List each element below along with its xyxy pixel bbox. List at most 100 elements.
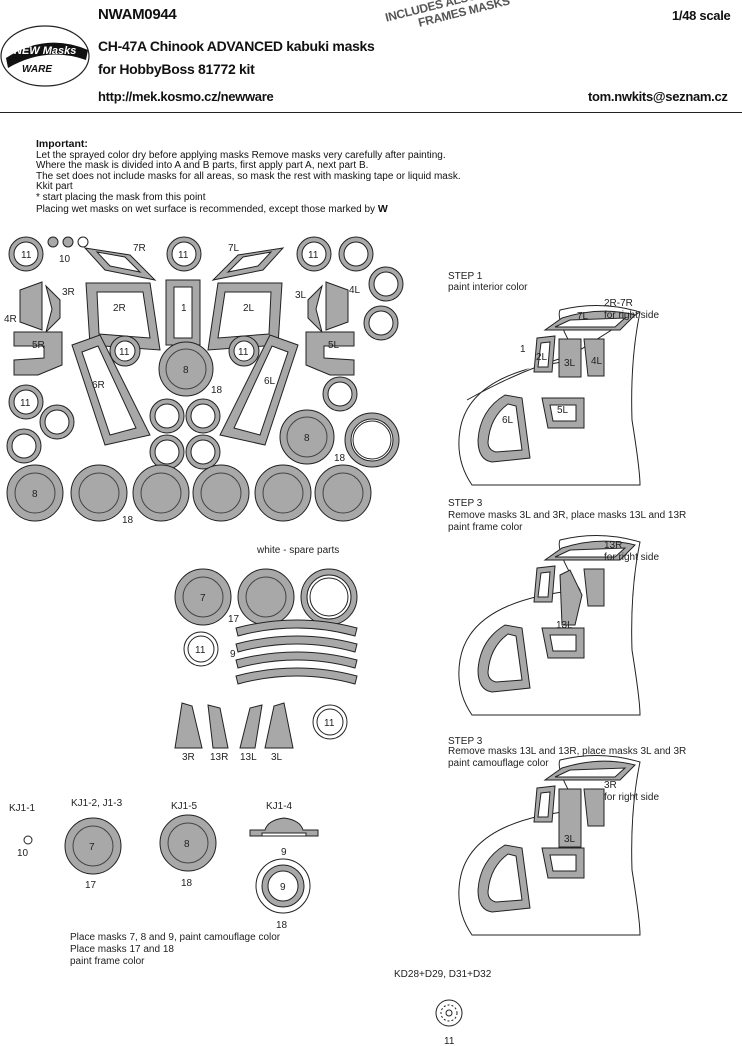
- mask-label: 11: [195, 645, 206, 656]
- important-notes: Important: Let the sprayed color dry bef…: [36, 139, 496, 215]
- important-heading: Important:: [36, 138, 88, 150]
- mask-label: 18: [122, 515, 134, 526]
- bottom-part-label: KD28+D29, D31+D32: [394, 969, 492, 980]
- note-line: * start placing the mask from this point: [36, 191, 206, 203]
- logo-text-bottom: WARE: [22, 64, 52, 75]
- mask-label: 3R: [62, 287, 75, 298]
- step-text: paint camouflage color: [448, 758, 549, 769]
- mask-label: 5L: [557, 405, 569, 416]
- note-line: Placing wet masks on wet surface is reco…: [36, 203, 376, 215]
- product-code: NWAM0944: [98, 6, 177, 23]
- mask-label: 5R: [32, 340, 45, 351]
- step-text: Remove masks 3L and 3R, place masks 13L …: [448, 510, 686, 521]
- mask-label: 2L: [536, 352, 548, 363]
- mask-label: 6L: [502, 415, 514, 426]
- mask-label: 11: [21, 250, 32, 261]
- step-text: paint interior color: [448, 282, 528, 293]
- mask-label: 4L: [349, 285, 361, 296]
- newware-logo: NEW Masks WARE: [0, 25, 90, 87]
- mask-label: 8: [304, 433, 310, 444]
- mask-label: 10: [59, 254, 71, 265]
- step-title: STEP 3: [448, 498, 483, 509]
- product-subtitle: for HobbyBoss 81772 kit: [98, 61, 255, 77]
- mask-label: 18: [334, 453, 346, 464]
- mask-label: 11: [324, 718, 335, 729]
- mask-label: 17: [85, 880, 97, 891]
- spare-parts-title: white - spare parts: [256, 545, 339, 556]
- mask-label: 7L: [577, 311, 589, 322]
- mask-label: 13L: [240, 752, 257, 763]
- step-callout: 3R: [604, 780, 617, 791]
- mask-label: 11: [20, 398, 31, 409]
- mask-label: 11: [238, 347, 249, 358]
- mask-label: 3L: [271, 752, 283, 763]
- step-callout: for right side: [604, 310, 659, 321]
- mask-label: 9: [280, 882, 286, 893]
- step-callout: 2R-7R: [604, 298, 633, 309]
- mask-label: 2L: [243, 303, 255, 314]
- note-line: Kkit part: [36, 181, 73, 193]
- mask-label: 2R: [113, 303, 126, 314]
- mask-label: 18: [181, 878, 193, 889]
- mask-label: 9: [230, 649, 236, 660]
- product-title: CH-47A Chinook ADVANCED kabuki masks: [98, 38, 375, 54]
- kit-part-label: KJ1-2, J1-3: [71, 798, 123, 809]
- step2-diagram: [458, 535, 641, 716]
- mask-label: 18: [211, 385, 223, 396]
- kit-note: Place masks 7, 8 and 9, paint camouflage…: [70, 932, 281, 943]
- mask-label: 6L: [264, 376, 276, 387]
- mask-label: 9: [281, 847, 287, 858]
- mask-label: 8: [183, 365, 189, 376]
- mask-label: 18: [276, 920, 288, 931]
- mask-ring: [8, 236, 44, 272]
- mask-label: 11: [444, 1036, 455, 1046]
- mask-label: 3R: [182, 752, 195, 763]
- mask-label: 7L: [228, 243, 240, 254]
- logo-text-top: NEW Masks: [14, 45, 76, 57]
- mask-label: 3L: [564, 358, 576, 369]
- step-text: Remove masks 13L and 13R, place masks 3L…: [448, 746, 686, 757]
- mask-label: 4R: [4, 314, 17, 325]
- step-text: paint frame color: [448, 522, 523, 533]
- kit-part-label: KJ1-1: [9, 803, 36, 814]
- mask-labels: 11 10 7R 11 7L 11 3R 4R 2R 1 2L 3L 4L 5R…: [4, 243, 686, 1046]
- step-callout: for right side: [604, 792, 659, 803]
- mask-label: 11: [308, 250, 319, 261]
- kit-note: paint frame color: [70, 956, 145, 967]
- step-title: STEP 3: [448, 736, 483, 747]
- step-callout: for right side: [604, 552, 659, 563]
- wet-mark-icon: W: [377, 202, 388, 215]
- step-callout: 13R: [604, 540, 622, 551]
- mask-label: 3L: [564, 834, 576, 845]
- mask-label: 4L: [591, 356, 603, 367]
- mask-label: 8: [32, 489, 38, 500]
- header-divider: [0, 112, 742, 113]
- note-line: The set does not include masks for all a…: [36, 170, 461, 182]
- mask-label: 7: [200, 593, 206, 604]
- mask-label: 3L: [295, 290, 307, 301]
- mask-label: 10: [17, 848, 29, 859]
- mask-label: 8: [184, 839, 190, 850]
- mask-label: 1: [181, 303, 187, 314]
- step3-diagram: [458, 755, 641, 936]
- mask-label: 11: [178, 250, 189, 261]
- website-link[interactable]: http://mek.kosmo.cz/newware: [98, 89, 274, 104]
- mask-label: 17: [228, 614, 240, 625]
- note-line: Let the sprayed color dry before applyin…: [36, 149, 446, 161]
- mask-label: 13R: [210, 752, 228, 763]
- kit-part-label: KJ1-5: [171, 801, 198, 812]
- note-line: Where the mask is divided into A and B p…: [36, 160, 369, 172]
- mask-label: 6R: [92, 380, 105, 391]
- email-link[interactable]: tom.nwkits@seznam.cz: [588, 89, 728, 104]
- scale-label: 1/48 scale: [672, 8, 731, 23]
- mask-label: 1: [520, 344, 526, 355]
- kit-note: Place masks 17 and 18: [70, 944, 174, 955]
- step-title: STEP 1: [448, 271, 483, 282]
- mask-label: 7R: [133, 243, 146, 254]
- kit-part-label: KJ1-4: [266, 801, 293, 812]
- mask-label: 11: [119, 347, 130, 358]
- mask-label: 7: [89, 842, 95, 853]
- mask-label: 13L: [556, 620, 573, 631]
- step1-diagram: [458, 305, 641, 486]
